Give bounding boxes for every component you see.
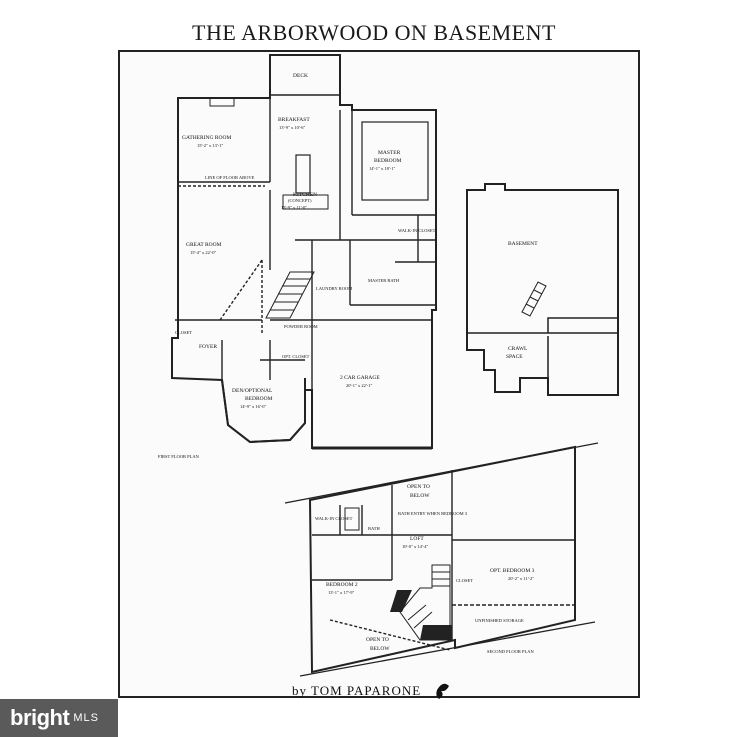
walkin-closet-label: WALK-IN CLOSET (398, 228, 436, 233)
open-to-below-bottom-2: BELOW (370, 646, 390, 652)
storage-label: UNFINISHED STORAGE (475, 618, 524, 623)
garage-dims: 20'-1" x 22'-1" (346, 383, 372, 388)
open-to-below-bottom: OPEN TO (366, 637, 389, 643)
plan-title: THE ARBORWOOD ON BASEMENT (192, 20, 556, 45)
basement-stair (521, 281, 547, 317)
bedroom3-label: OPT. BEDROOM 3 (490, 568, 535, 574)
kitchen-note: (CONCEPT) (288, 198, 312, 203)
architect-credit: by TOM PAPARONE (292, 683, 422, 698)
second-floor-caption: SECOND FLOOR PLAN (487, 649, 535, 654)
second-floor-stair-fill (390, 590, 412, 612)
crawl-space-label-2: SPACE (506, 354, 523, 360)
sf-closet-label: CLOSET (456, 578, 473, 583)
garage-label: 2 CAR GARAGE (340, 375, 380, 381)
crawl-space-label: CRAWL (508, 346, 528, 352)
great-room-label: GREAT ROOM (186, 242, 222, 248)
bright-mls-watermark: bright MLS (0, 699, 118, 737)
loft-dims: 10'-0" x 14'-4" (402, 544, 428, 549)
bath-entry-label: BATH ENTRY WHEN BEDROOM 3 (398, 511, 468, 516)
master-bedroom-label-2: BEDROOM (374, 158, 402, 164)
bedroom2-label: BEDROOM 2 (326, 582, 358, 588)
foyer-label: FOYER (199, 344, 217, 350)
den-dims: 14'-9" x 16'-0" (240, 404, 266, 409)
basement-outline (466, 183, 619, 396)
den-bay (221, 378, 306, 444)
second-floor-stair (399, 564, 451, 641)
master-bedroom-dims: 14'-1" x 18'-1" (369, 166, 395, 171)
sf-walkin-label: WALK-IN CLOSET (315, 516, 353, 521)
laundry-label: LAUNDRY ROOM (316, 286, 352, 291)
first-floor-caption: FIRST FLOOR PLAN (158, 454, 200, 459)
sf-bath-label: BATH (368, 526, 381, 531)
den-label: DEN/OPTIONAL (232, 388, 273, 394)
basement-label: BASEMENT (508, 241, 538, 247)
first-floor-stair (265, 271, 315, 319)
den-label-2: BEDROOM (245, 396, 273, 402)
gathering-room-dims: 15'-2" x 13'-1" (197, 143, 223, 148)
master-bath-label: MASTER BATH (368, 278, 400, 283)
bedroom3-dims: 20'-2" x 11'-2" (508, 576, 534, 581)
opt-closet-label: OPT. CLOSET (282, 354, 310, 359)
master-bedroom-label: MASTER (378, 150, 401, 156)
paparone-logo-icon (436, 683, 449, 699)
great-room-dims: 15'-4" x 22'-0" (190, 250, 216, 255)
closet-label: CLOSET (175, 330, 192, 335)
open-to-below-top: OPEN TO (407, 484, 430, 490)
bright-logo-text: bright (10, 705, 70, 730)
deck-outline (270, 54, 341, 96)
kitchen-dims: 13'-9" x 11'-0" (281, 205, 307, 210)
powder-room-label: POWDER ROOM (284, 324, 318, 329)
kitchen-label: KITCHEN (293, 192, 317, 198)
loft-label: LOFT (410, 536, 424, 542)
mls-logo-text: MLS (73, 712, 99, 724)
line-of-floor-above: LINE OF FLOOR ABOVE (205, 175, 255, 180)
breakfast-dims: 13'-9" x 10'-6" (279, 125, 305, 130)
plan-frame (118, 50, 640, 698)
deck-label: DECK (293, 73, 308, 79)
breakfast-label: BREAKFAST (278, 117, 310, 123)
bedroom2-dims: 13'-1" x 17'-9" (328, 590, 354, 595)
gathering-room-label: GATHERING ROOM (182, 135, 231, 141)
open-to-below-top-2: BELOW (410, 493, 430, 499)
